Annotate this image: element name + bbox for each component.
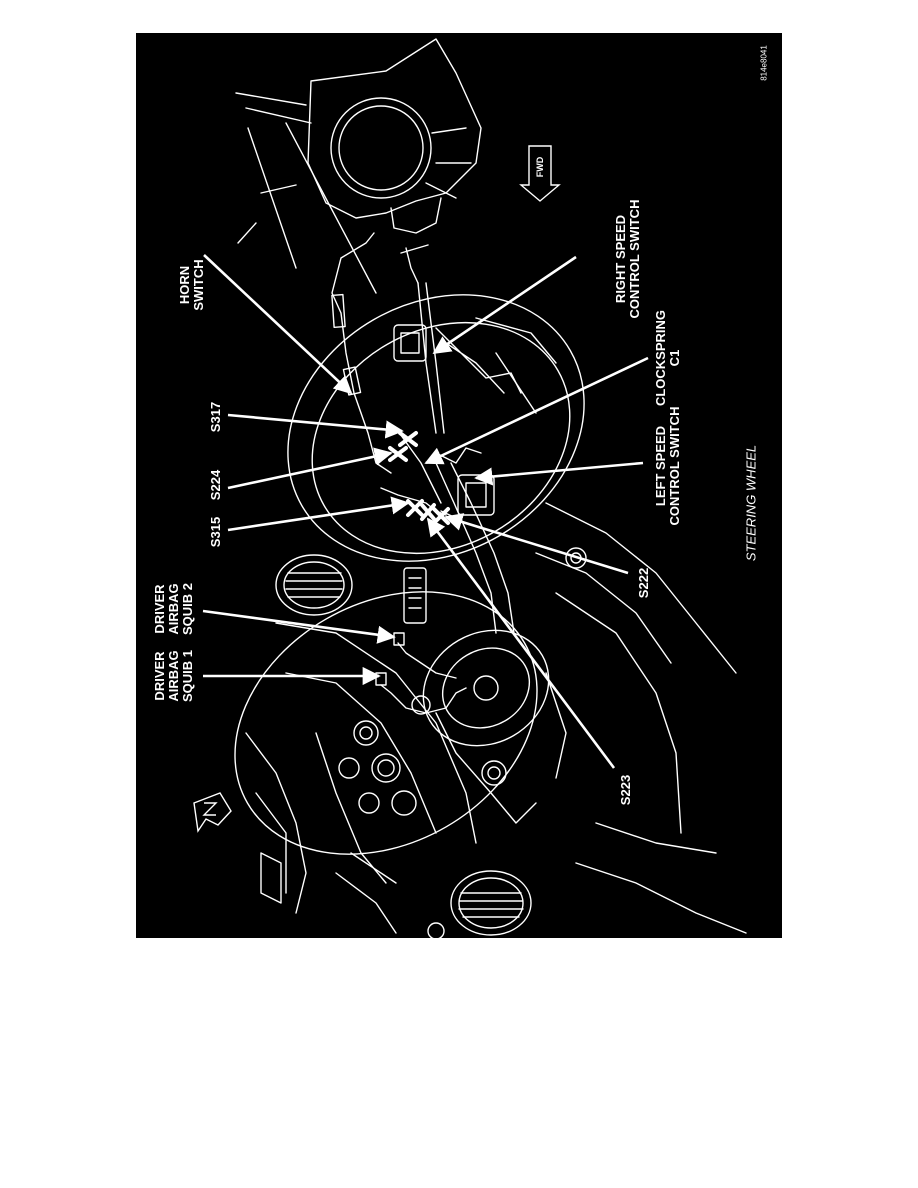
label-s222: S222 — [636, 567, 651, 599]
right-speed-control-leader — [432, 255, 577, 355]
s315-leader — [227, 496, 410, 532]
right-speed-control-pod — [393, 324, 427, 362]
label-s223: S223 — [618, 774, 633, 806]
s222-leader — [444, 513, 629, 575]
air-vent-lower — [450, 870, 532, 936]
squib-2-leader — [202, 609, 396, 644]
s223-marker — [420, 503, 436, 521]
s223-leader — [426, 517, 616, 769]
z-direction-arrow-icon — [193, 792, 232, 833]
label-driver-airbag-squib-1: DRIVER AIRBAG SQUIB 1 — [152, 649, 195, 703]
figure-id: 814e8041 — [759, 45, 769, 81]
splice-markers — [388, 431, 450, 525]
s315-marker — [406, 499, 424, 517]
fwd-label: FWD — [535, 156, 545, 178]
fwd-arrow-icon — [519, 145, 561, 202]
s224-marker — [388, 446, 408, 462]
s317-leader — [227, 413, 404, 439]
figure-caption: STEERING WHEEL — [743, 444, 759, 562]
label-clockspring-c1: CLOCKSPRING C1 — [653, 309, 682, 407]
label-horn-switch: HORN SWITCH — [177, 259, 206, 311]
label-s224: S224 — [208, 469, 223, 501]
label-left-speed-control-switch: LEFT SPEED CONTROL SWITCH — [653, 406, 682, 526]
s317-marker — [398, 431, 418, 447]
clockspring-c1-leader — [424, 356, 649, 465]
left-speed-control-pod — [457, 474, 495, 516]
label-s315: S315 — [208, 516, 223, 548]
diagram-panel: HORN SWITCH RIGHT SPEED CONTROL SWITCH C… — [136, 33, 782, 938]
label-right-speed-control-switch: RIGHT SPEED CONTROL SWITCH — [613, 199, 642, 319]
horn-switch-leader — [203, 254, 353, 395]
label-s317: S317 — [208, 401, 223, 433]
left-speed-control-leader — [474, 461, 644, 486]
steering-wheel-illustration — [193, 38, 747, 938]
label-driver-airbag-squib-2: DRIVER AIRBAG SQUIB 2 — [152, 582, 195, 636]
air-vent-upper — [275, 554, 353, 616]
airbag-module — [307, 38, 482, 234]
s224-leader — [227, 447, 393, 490]
